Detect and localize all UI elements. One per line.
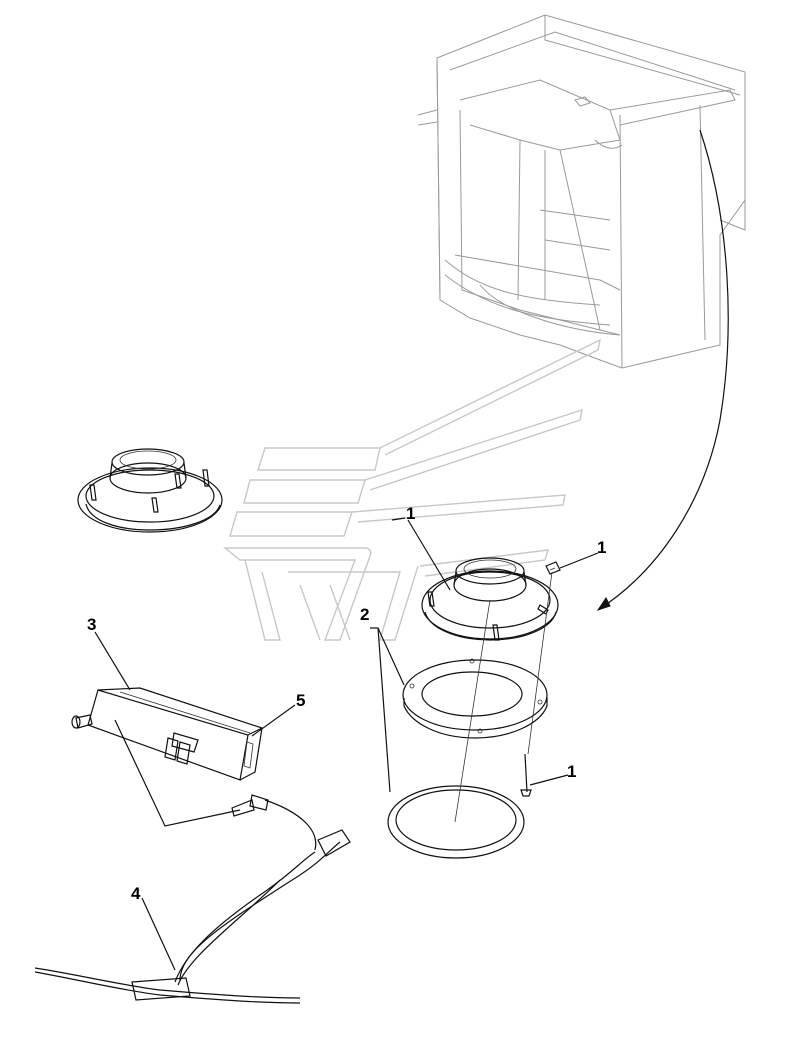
leader-lines [94,517,599,971]
callout-5-connector: 5 [296,691,305,710]
speaker-left [77,448,223,533]
watermark-logo [223,338,601,641]
callout-3-amplifier: 3 [87,615,96,634]
mounting-screw [520,753,532,797]
trim-ring [402,658,548,739]
location-arrow [596,129,729,611]
callout-2-ring: 2 [360,605,369,624]
callout-1-screw: 1 [567,762,576,781]
assembly-axis [454,571,553,823]
speaker-clip [545,561,561,575]
callout-labels: 1 1 1 2 3 4 5 [87,504,606,903]
gasket-ring [387,785,525,859]
callout-4-harness: 4 [131,884,141,903]
callout-1-speaker: 1 [406,504,415,523]
cab-frame [417,14,746,369]
speaker-center [421,557,559,641]
amplifier-box [71,687,264,781]
wiring-harness [34,794,351,1004]
callout-1-clip: 1 [597,538,606,557]
